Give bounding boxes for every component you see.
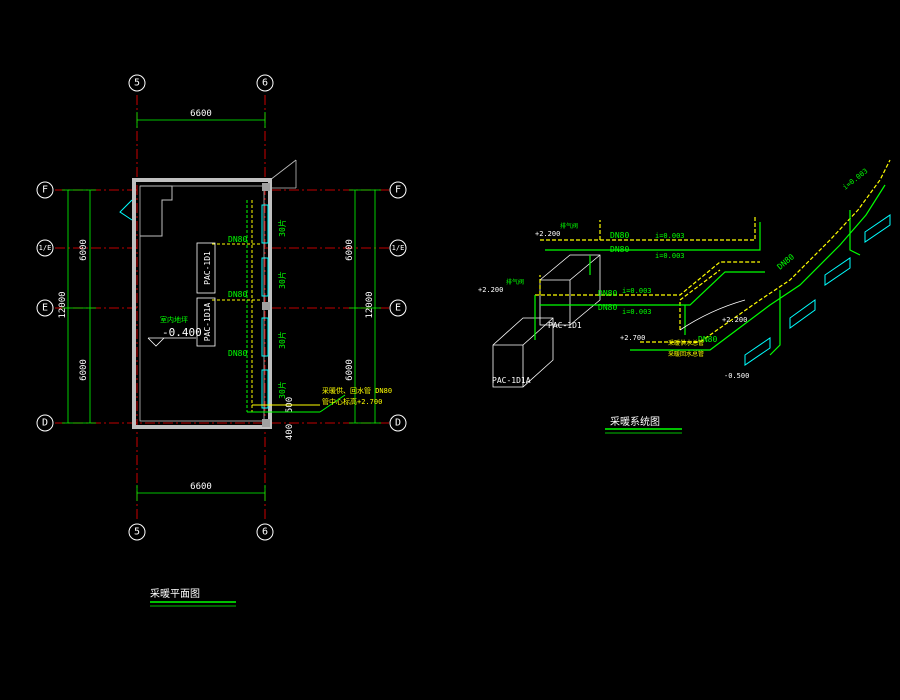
plan-title: 采暖平面图 (150, 587, 200, 600)
system-slope-4: i=0.003 (622, 308, 652, 316)
plan-view: 5 6 5 6 F 1/E E D F 1/E E D 6600 6600 12… (36, 74, 407, 607)
system-elev-4: +2.200 (722, 316, 747, 324)
unit-label-1: PAC-1D1 (203, 251, 212, 285)
pipe-dn-2: DN80 (228, 290, 247, 299)
axis-label-right-E: E (395, 303, 401, 314)
axis-label-left-1E: 1/E (39, 244, 52, 252)
system-elev-2: +2.200 (478, 286, 503, 294)
system-note-vent-2: 排气阀 (506, 278, 524, 286)
dimension-lines (62, 112, 381, 501)
dim-top: 6600 (190, 109, 212, 119)
radiator-label-2: 30片 (277, 271, 287, 289)
axis-label-top-5: 5 (134, 78, 140, 89)
system-dn-4: DN80 (598, 303, 617, 312)
system-dn-5: DN80 (698, 335, 717, 344)
radiator-label-3: 30片 (277, 331, 287, 349)
dim-bottom: 6600 (190, 482, 212, 492)
radiator-label-1: 30片 (277, 219, 287, 237)
system-unit-label-1: PAC-1D1 (548, 321, 582, 330)
supply-pipes (535, 159, 891, 343)
axis-label-left-E: E (42, 303, 48, 314)
axis-label-left-F: F (42, 185, 48, 196)
system-slope-5: i=0.003 (841, 167, 869, 191)
system-dn-6: DN80 (776, 252, 797, 271)
elevation-value: -0.400 (162, 326, 202, 339)
radiator-label-4: 30片 (277, 381, 287, 399)
axis-label-right-D: D (395, 418, 401, 429)
system-note-supply: 采暖供水总管 (668, 339, 704, 347)
system-slope-3: i=0.003 (622, 287, 652, 295)
system-elev-5: -0.500 (724, 372, 749, 380)
pipe-dn-3: DN80 (228, 349, 247, 358)
axis-label-left-D: D (42, 418, 48, 429)
unit-label-2: PAC-1D1A (203, 303, 212, 342)
elevation-note: 室内地坪 (160, 315, 188, 324)
system-dn-3: DN80 (598, 289, 617, 298)
dim-right-upper: 6000 (345, 239, 355, 261)
axis-label-right-F: F (395, 185, 401, 196)
system-view: PAC-1D1 PAC-1D1A (478, 159, 891, 434)
plan-pipes (212, 200, 346, 413)
system-dn-2: DN80 (610, 245, 629, 254)
system-note-vent-1: 排气阀 (560, 222, 578, 230)
axis-label-right-1E: 1/E (392, 244, 405, 252)
dim-left-lower: 6000 (79, 359, 89, 381)
system-units (492, 254, 601, 388)
pipe-dn-1: DN80 (228, 235, 247, 244)
dim-right-total: 12000 (365, 291, 375, 318)
building-walls (119, 159, 297, 429)
riser-elevation: 管中心标高+2.700 (322, 397, 382, 406)
axis-label-bottom-6: 6 (262, 527, 268, 538)
axis-label-bottom-5: 5 (134, 527, 140, 538)
system-dn-1: DN80 (610, 231, 629, 240)
floor-elevation-mark: 室内地坪 -0.400 (147, 315, 202, 347)
riser-note: 采暖供、回水管 DN80 (322, 386, 392, 395)
return-pipes (534, 184, 886, 356)
system-title: 采暖系统图 (610, 415, 660, 428)
system-elev-1: +2.200 (535, 230, 560, 238)
system-unit-label-2: PAC-1D1A (492, 376, 531, 385)
dim-left-total: 12000 (58, 291, 68, 318)
system-slope-1: i=0.003 (655, 232, 685, 240)
dim-left-upper: 6000 (79, 239, 89, 261)
radiators (261, 204, 269, 409)
dim-400: 400 (285, 424, 295, 440)
axis-label-top-6: 6 (262, 78, 268, 89)
system-radiators (744, 214, 891, 366)
indoor-units (196, 242, 216, 347)
system-slope-2: i=0.003 (655, 252, 685, 260)
system-elev-3: +2.700 (620, 334, 645, 342)
system-note-return: 采暖回水总管 (668, 350, 704, 358)
dim-right-lower: 6000 (345, 359, 355, 381)
